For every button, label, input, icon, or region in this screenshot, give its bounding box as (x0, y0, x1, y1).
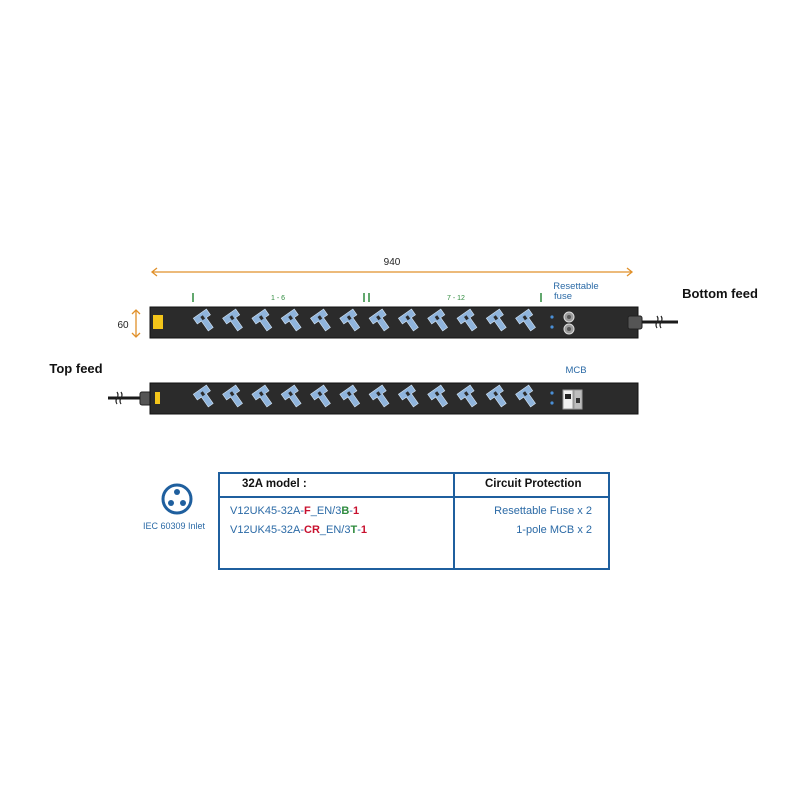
uk-outlet-icon (456, 308, 478, 332)
group-1-label: 1 - 6 (271, 295, 285, 302)
model-mid: _EN/3 (319, 524, 351, 536)
uk-outlet-icon (222, 384, 243, 408)
uk-outlet-icon (339, 308, 361, 332)
mcb-breaker-icon (562, 389, 574, 410)
uk-outlet-icon (427, 384, 449, 408)
warning-label-icon (153, 315, 163, 329)
indicator-led-icon (550, 401, 554, 405)
uk-outlet-icon (280, 384, 302, 408)
model-code: 1 (360, 524, 367, 536)
pdu-diagram: 940 60 1 - 6 7 - 12 Resettable fuse Bott… (49, 257, 758, 415)
model-mid: _EN/3 (310, 505, 342, 517)
top-outlets (192, 384, 536, 408)
indicator-led-icon (550, 325, 554, 329)
model-code: F (304, 505, 311, 517)
height-label: 60 (117, 320, 129, 331)
uk-outlet-icon (485, 384, 507, 408)
protection-header: Circuit Protection (485, 478, 582, 490)
uk-outlet-icon (397, 308, 419, 332)
table-row: V12UK45-32A-CR_EN/3T-1 (230, 524, 367, 536)
model-prefix: V12UK45-32A- (230, 524, 304, 536)
height-dimension: 60 (117, 309, 141, 338)
top-feed-title: Top feed (49, 361, 102, 376)
model-table: 32A model : Circuit Protection V12UK45-3… (218, 472, 610, 570)
mcb-label: MCB (565, 365, 586, 376)
top-feed-pdu (108, 382, 639, 415)
protection-value: 1-pole MCB x 2 (516, 524, 592, 536)
uk-outlet-icon (456, 384, 478, 408)
width-dimension: 940 (150, 257, 634, 277)
uk-outlet-icon (339, 384, 361, 408)
model-prefix: V12UK45-32A- (230, 505, 304, 517)
indicator-led-icon (550, 391, 554, 395)
table-row: V12UK45-32A-F_EN/3B-1 (230, 505, 359, 517)
warning-label-icon (155, 392, 160, 404)
uk-outlet-icon (485, 308, 507, 332)
model-header: 32A model : (242, 478, 307, 490)
uk-outlet-icon (222, 308, 243, 332)
uk-outlet-icon (368, 308, 390, 332)
uk-outlet-icon (427, 308, 449, 332)
iec-60309-inlet-icon (161, 483, 193, 515)
bottom-outlets (192, 308, 536, 332)
bottom-feed-title: Bottom feed (682, 286, 758, 301)
model-code: B (341, 505, 350, 517)
uk-outlet-icon (192, 384, 214, 408)
model-code: 1 (352, 505, 360, 517)
protection-value: Resettable Fuse x 2 (494, 505, 592, 517)
inlet-label: IEC 60309 Inlet (143, 521, 206, 531)
width-label: 940 (384, 257, 401, 268)
fuse-label: fuse (554, 291, 572, 302)
uk-outlet-icon (310, 384, 331, 408)
model-dash: - (357, 524, 361, 536)
group-2-label: 7 - 12 (447, 295, 465, 302)
uk-outlet-icon (310, 308, 331, 332)
model-code: CR (304, 524, 320, 536)
indicator-led-icon (550, 315, 554, 319)
model-code: T (350, 524, 358, 536)
resettable-label: Resettable (553, 281, 598, 292)
uk-outlet-icon (515, 308, 536, 332)
uk-outlet-icon (368, 384, 390, 408)
outlet-group-markers: 1 - 6 7 - 12 (192, 293, 542, 302)
uk-outlet-icon (251, 308, 273, 332)
uk-outlet-icon (515, 384, 536, 408)
uk-outlet-icon (280, 308, 302, 332)
uk-outlet-icon (192, 308, 214, 332)
uk-outlet-icon (251, 384, 273, 408)
model-dash: - (349, 505, 353, 517)
bottom-feed-pdu (149, 306, 678, 339)
cable-gland-icon (627, 315, 643, 330)
uk-outlet-icon (397, 384, 419, 408)
